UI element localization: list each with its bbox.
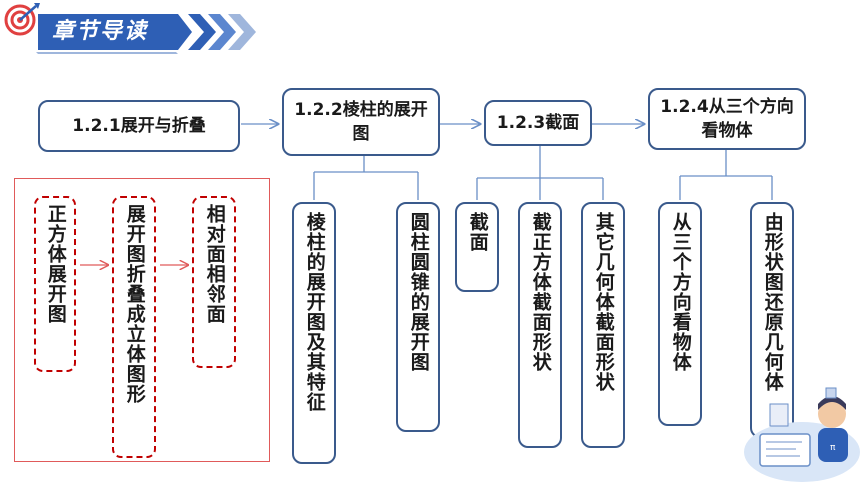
cube-cross-section-shapes: 截正方体截面形状 [518, 202, 562, 448]
restore-solid-from-views: 由形状图还原几何体 [750, 202, 794, 438]
section-1-2-4: 1.2.4从三个方向看物体 [648, 88, 806, 150]
target-dart-icon [4, 3, 40, 36]
view-from-three-directions: 从三个方向看物体 [658, 202, 702, 426]
flow-step-opposite-adjacent-faces: 相对面相邻面 [192, 196, 236, 368]
section-1-2-3: 1.2.3截面 [484, 100, 592, 146]
student-illustration-icon: π [744, 387, 860, 482]
flow-step-cube-net: 正方体展开图 [34, 196, 76, 372]
chevrons-icon [188, 14, 256, 50]
section-1-2-1-frame [14, 178, 270, 462]
cross-section: 截面 [455, 202, 499, 292]
other-solid-cross-section-shapes: 其它几何体截面形状 [581, 202, 625, 448]
header-bar [4, 3, 256, 54]
flow-step-fold-net: 展开图折叠成立体图形 [112, 196, 156, 458]
svg-text:π: π [830, 443, 836, 453]
page-title: 章节导读 [52, 19, 149, 44]
cylinder-cone-net: 圆柱圆锥的展开图 [396, 202, 440, 432]
section-1-2-1: 1.2.1展开与折叠 [38, 100, 240, 152]
section-1-2-2: 1.2.2棱柱的展开图 [282, 88, 440, 156]
prism-net-features: 棱柱的展开图及其特征 [292, 202, 336, 464]
